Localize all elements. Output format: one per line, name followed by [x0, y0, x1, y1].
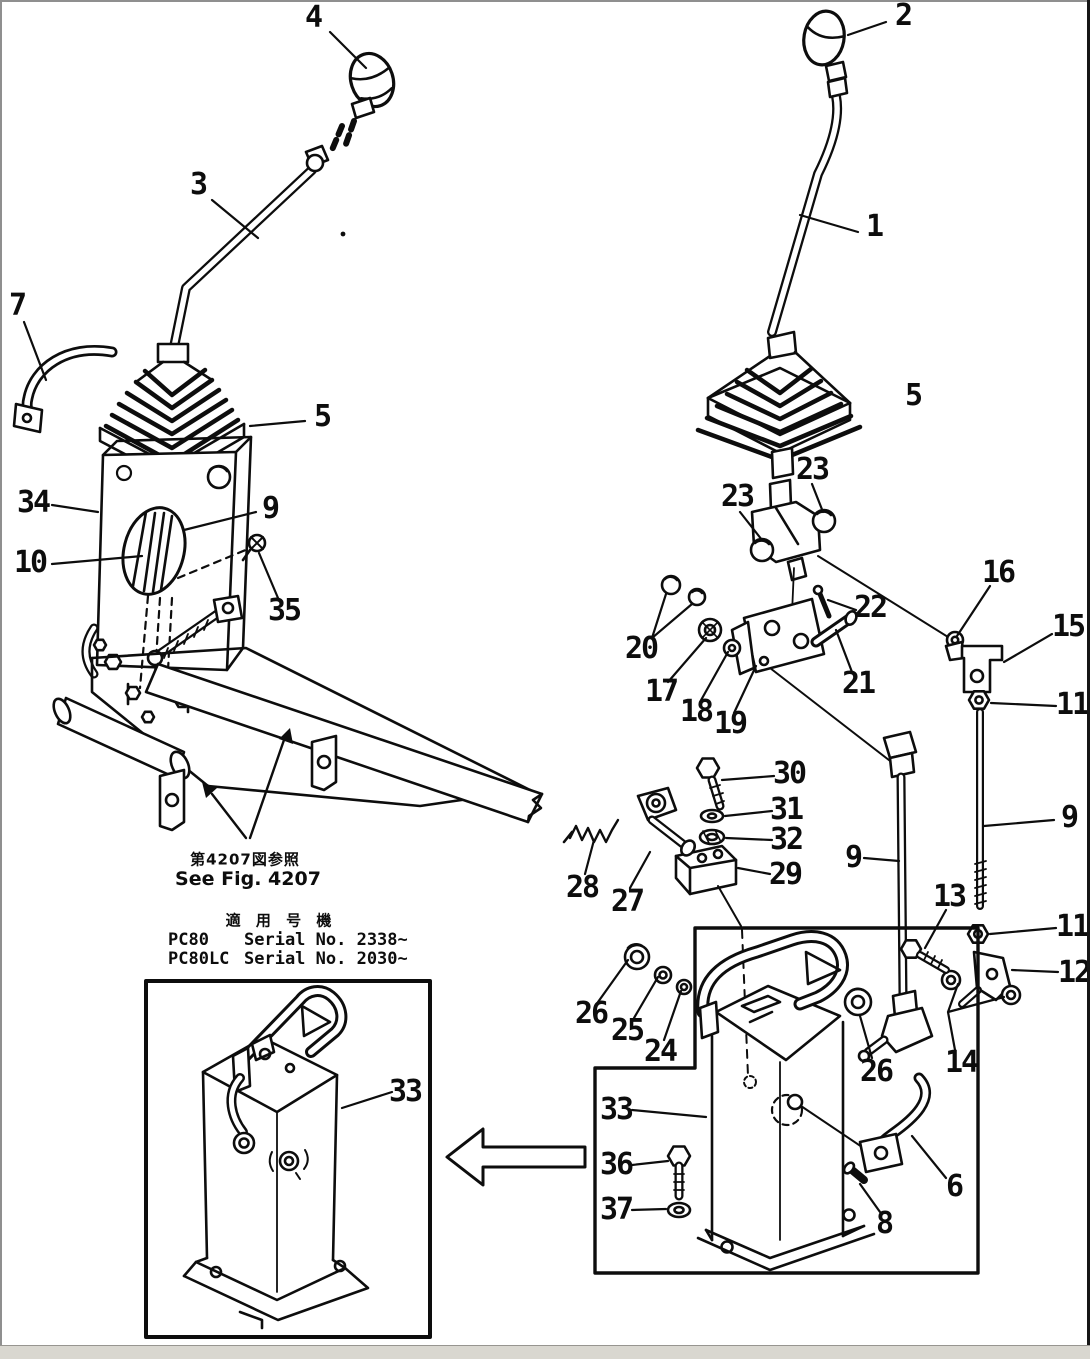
- callout-12: 12: [1057, 955, 1090, 990]
- callout-16: 16: [981, 555, 1016, 590]
- callout-leader-lines: [22, 20, 1060, 1214]
- callout-18: 18: [679, 694, 714, 729]
- callout-24: 24: [643, 1034, 678, 1069]
- callout-36: 36: [599, 1147, 634, 1182]
- callout-6: 6: [945, 1169, 964, 1204]
- callout-3: 3: [189, 167, 208, 202]
- callout-25: 25: [610, 1013, 645, 1048]
- callout-19: 19: [713, 706, 748, 741]
- right-lever-assembly: [562, 9, 1022, 1077]
- callout-23: 23: [720, 479, 755, 514]
- callout-33: 33: [599, 1092, 634, 1127]
- callout-9: 9: [261, 491, 280, 526]
- callout-11: 11: [1055, 687, 1090, 722]
- callout-37: 37: [599, 1192, 634, 1227]
- window-edge-left: [0, 0, 2, 1359]
- callout-26: 26: [574, 996, 609, 1031]
- serial-table-header: 適 用 号 機: [225, 911, 337, 930]
- callout-13: 13: [932, 879, 967, 914]
- callout-11: 11: [1055, 909, 1090, 944]
- callout-2: 2: [894, 0, 913, 33]
- callout-28: 28: [565, 870, 600, 905]
- window-edge-right: [1087, 0, 1090, 1359]
- callout-30: 30: [772, 756, 807, 791]
- callout-15: 15: [1051, 609, 1086, 644]
- see-fig-note-jp: 第4207図参照: [190, 850, 300, 869]
- callout-10: 10: [13, 545, 48, 580]
- callout-32: 32: [769, 822, 804, 857]
- callout-7: 7: [8, 288, 27, 323]
- callout-20: 20: [624, 631, 659, 666]
- callout-4: 4: [304, 0, 323, 35]
- callout-31: 31: [769, 792, 804, 827]
- window-edge-top: [0, 0, 1090, 2]
- callout-33: 33: [388, 1074, 423, 1109]
- callout-27: 27: [610, 884, 645, 919]
- window-bottom-bar: [0, 1345, 1090, 1359]
- see-fig-note-en: See Fig. 4207: [175, 868, 321, 890]
- left-lever-assembly: [12, 51, 544, 832]
- callout-22: 22: [853, 590, 888, 625]
- left-detail-box: [144, 979, 432, 1339]
- callout-14: 14: [944, 1045, 979, 1080]
- reference-arrows: [202, 728, 293, 840]
- callout-17: 17: [644, 674, 679, 709]
- right-detail-box: [593, 926, 980, 1275]
- callout-35: 35: [267, 593, 302, 628]
- callout-9: 9: [1060, 800, 1079, 835]
- callout-23: 23: [795, 452, 830, 487]
- callout-29: 29: [768, 857, 803, 892]
- detail-view-arrow: [445, 1127, 587, 1187]
- callout-5: 5: [313, 399, 332, 434]
- callout-9: 9: [844, 840, 863, 875]
- callout-8: 8: [875, 1206, 894, 1241]
- callout-5: 5: [904, 378, 923, 413]
- callout-21: 21: [841, 666, 876, 701]
- callout-1: 1: [865, 209, 884, 244]
- callout-34: 34: [16, 485, 51, 520]
- callout-26: 26: [859, 1054, 894, 1089]
